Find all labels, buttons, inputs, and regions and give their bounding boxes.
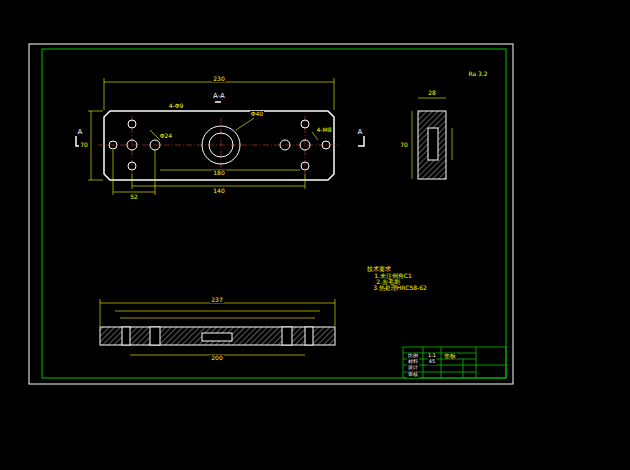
- table-cell: 材料: [407, 359, 419, 365]
- roughness-note: Ra 3.2: [467, 71, 488, 78]
- note-heading: 技术要求: [366, 266, 392, 273]
- dimension: 28: [427, 90, 437, 97]
- table-cell: 审核: [407, 372, 419, 378]
- table-cell: 比例: [407, 353, 419, 359]
- dimension: 140: [212, 188, 225, 195]
- table-cell: 45: [428, 359, 436, 365]
- dimension: 180: [212, 170, 225, 177]
- dimension: 52: [129, 194, 139, 201]
- dimension: 200: [210, 355, 223, 362]
- note-line: 3.热处理HRC58-62: [372, 285, 428, 292]
- table-cell: 设计: [407, 365, 419, 371]
- section-title: A-A: [212, 93, 226, 101]
- dimension: 230: [212, 76, 225, 83]
- part-name: 垫板: [443, 353, 457, 360]
- dimension: Φ40: [250, 111, 264, 118]
- dimension: Φ24: [159, 133, 173, 140]
- section-mark: A: [357, 129, 364, 137]
- dimension: 70: [399, 142, 409, 149]
- dimension: 237: [210, 297, 223, 304]
- table-cell: 1:1: [427, 353, 437, 359]
- section-mark: A: [77, 129, 84, 137]
- dimension: 4-M8: [316, 127, 333, 134]
- dimension: 70: [79, 142, 89, 149]
- dimension: 4-Φ9: [168, 103, 185, 110]
